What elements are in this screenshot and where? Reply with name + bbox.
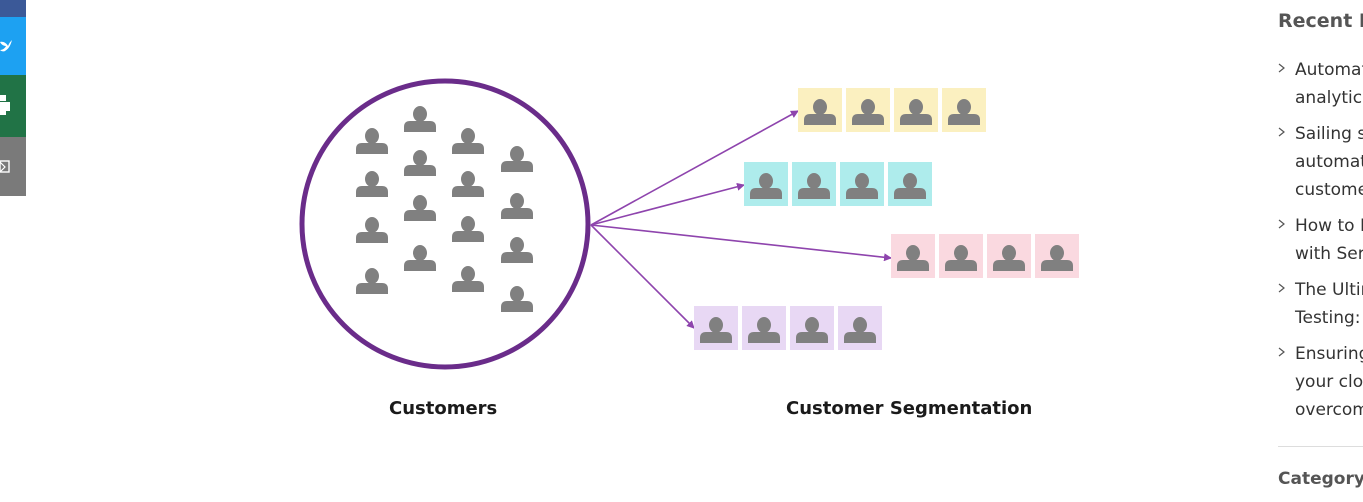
diagram-canvas [299,78,1079,370]
customers-people-group [356,106,533,312]
customer-person-icon [452,128,484,154]
segment-person-icon [844,317,876,343]
segment-person-icon [993,245,1025,271]
segment-person-icon [1041,245,1073,271]
customer-person-icon [404,195,436,221]
recent-post-item[interactable]: Ensuring your clou overcom [1278,340,1363,424]
recent-post-line: Sailing s [1295,124,1363,144]
recent-post-link[interactable]: The UltimTesting: [1295,276,1363,332]
customer-person-icon [404,150,436,176]
chevron-right-icon [1278,219,1285,229]
recent-post-link[interactable]: Sailing s automat custome [1295,120,1363,204]
customers-label: Customers [389,398,498,419]
segment-person-icon [700,317,732,343]
recent-post-line: Automat [1295,60,1363,80]
customer-person-icon [452,266,484,292]
print-icon [0,95,10,117]
segment-person-icon [796,317,828,343]
customers-circle [299,78,591,370]
segment-person-icon [846,173,878,199]
segment-person-icon [798,173,830,199]
recent-post-item[interactable]: The UltimTesting: [1278,276,1363,332]
segment-person-icon [750,173,782,199]
segment-arrow [590,224,695,329]
twitter-icon [0,39,12,53]
segment-person-icon [900,99,932,125]
customer-segmentation-label: Customer Segmentation [786,398,1033,419]
email-share-button[interactable] [0,137,26,196]
customer-person-icon [501,286,533,312]
segment-arrow [590,110,799,226]
customer-person-icon [356,128,388,154]
recent-post-item[interactable]: Automat analytics [1278,56,1363,112]
sidebar: Recent P Automat analyticsSailing s automa… [1278,0,1363,502]
recent-post-line: How to B [1295,216,1363,236]
facebook-share-button[interactable] [0,0,26,17]
recent-post-line: with Ser [1295,244,1363,264]
recent-post-line: Ensuring [1295,344,1363,364]
segment-person-icon [945,245,977,271]
chevron-right-icon [1278,63,1285,73]
recent-post-item[interactable]: How to B with Ser [1278,212,1363,268]
customer-person-icon [356,217,388,243]
customer-person-icon [356,171,388,197]
segment-person-icon [748,317,780,343]
segment-person-icon [894,173,926,199]
segment-person-icon [948,99,980,125]
segment-person-icon [897,245,929,271]
segment-arrow [590,182,745,226]
customer-person-icon [356,268,388,294]
chevron-right-icon [1278,283,1285,293]
recent-post-line: analytics [1295,88,1363,108]
recent-posts-heading: Recent P [1278,10,1363,32]
recent-post-line: your clou [1295,372,1363,392]
customer-person-icon [404,106,436,132]
customer-person-icon [404,245,436,271]
sidebar-divider [1278,446,1363,447]
recent-post-line: overcom [1295,400,1363,420]
customer-segmentation-diagram: Customers Customer Segmentation [299,78,1079,419]
share-bar [0,0,26,196]
customer-person-icon [452,171,484,197]
chevron-right-icon [1278,127,1285,137]
recent-post-item[interactable]: Sailing s automat custome [1278,120,1363,204]
recent-post-link[interactable]: Ensuring your clou overcom [1295,340,1363,424]
customer-person-icon [501,237,533,263]
recent-post-line: custome [1295,180,1363,200]
email-icon [0,159,10,174]
customer-person-icon [501,146,533,172]
recent-post-line: The Ultim [1295,280,1363,300]
recent-post-link[interactable]: How to B with Ser [1295,212,1363,268]
category-heading: Category [1278,469,1363,489]
segments-group [694,88,1079,350]
segment-person-icon [852,99,884,125]
customer-person-icon [452,216,484,242]
chevron-right-icon [1278,347,1285,357]
customer-person-icon [501,193,533,219]
segment-arrow [590,224,892,262]
recent-post-link[interactable]: Automat analytics [1295,56,1363,112]
recent-posts-list: Automat analyticsSailing s automat customeH… [1278,56,1363,432]
recent-post-line: Testing: [1295,308,1361,328]
segment-person-icon [804,99,836,125]
twitter-share-button[interactable] [0,17,26,75]
print-share-button[interactable] [0,75,26,137]
arrows-group [590,110,892,329]
recent-post-line: automat [1295,152,1363,172]
